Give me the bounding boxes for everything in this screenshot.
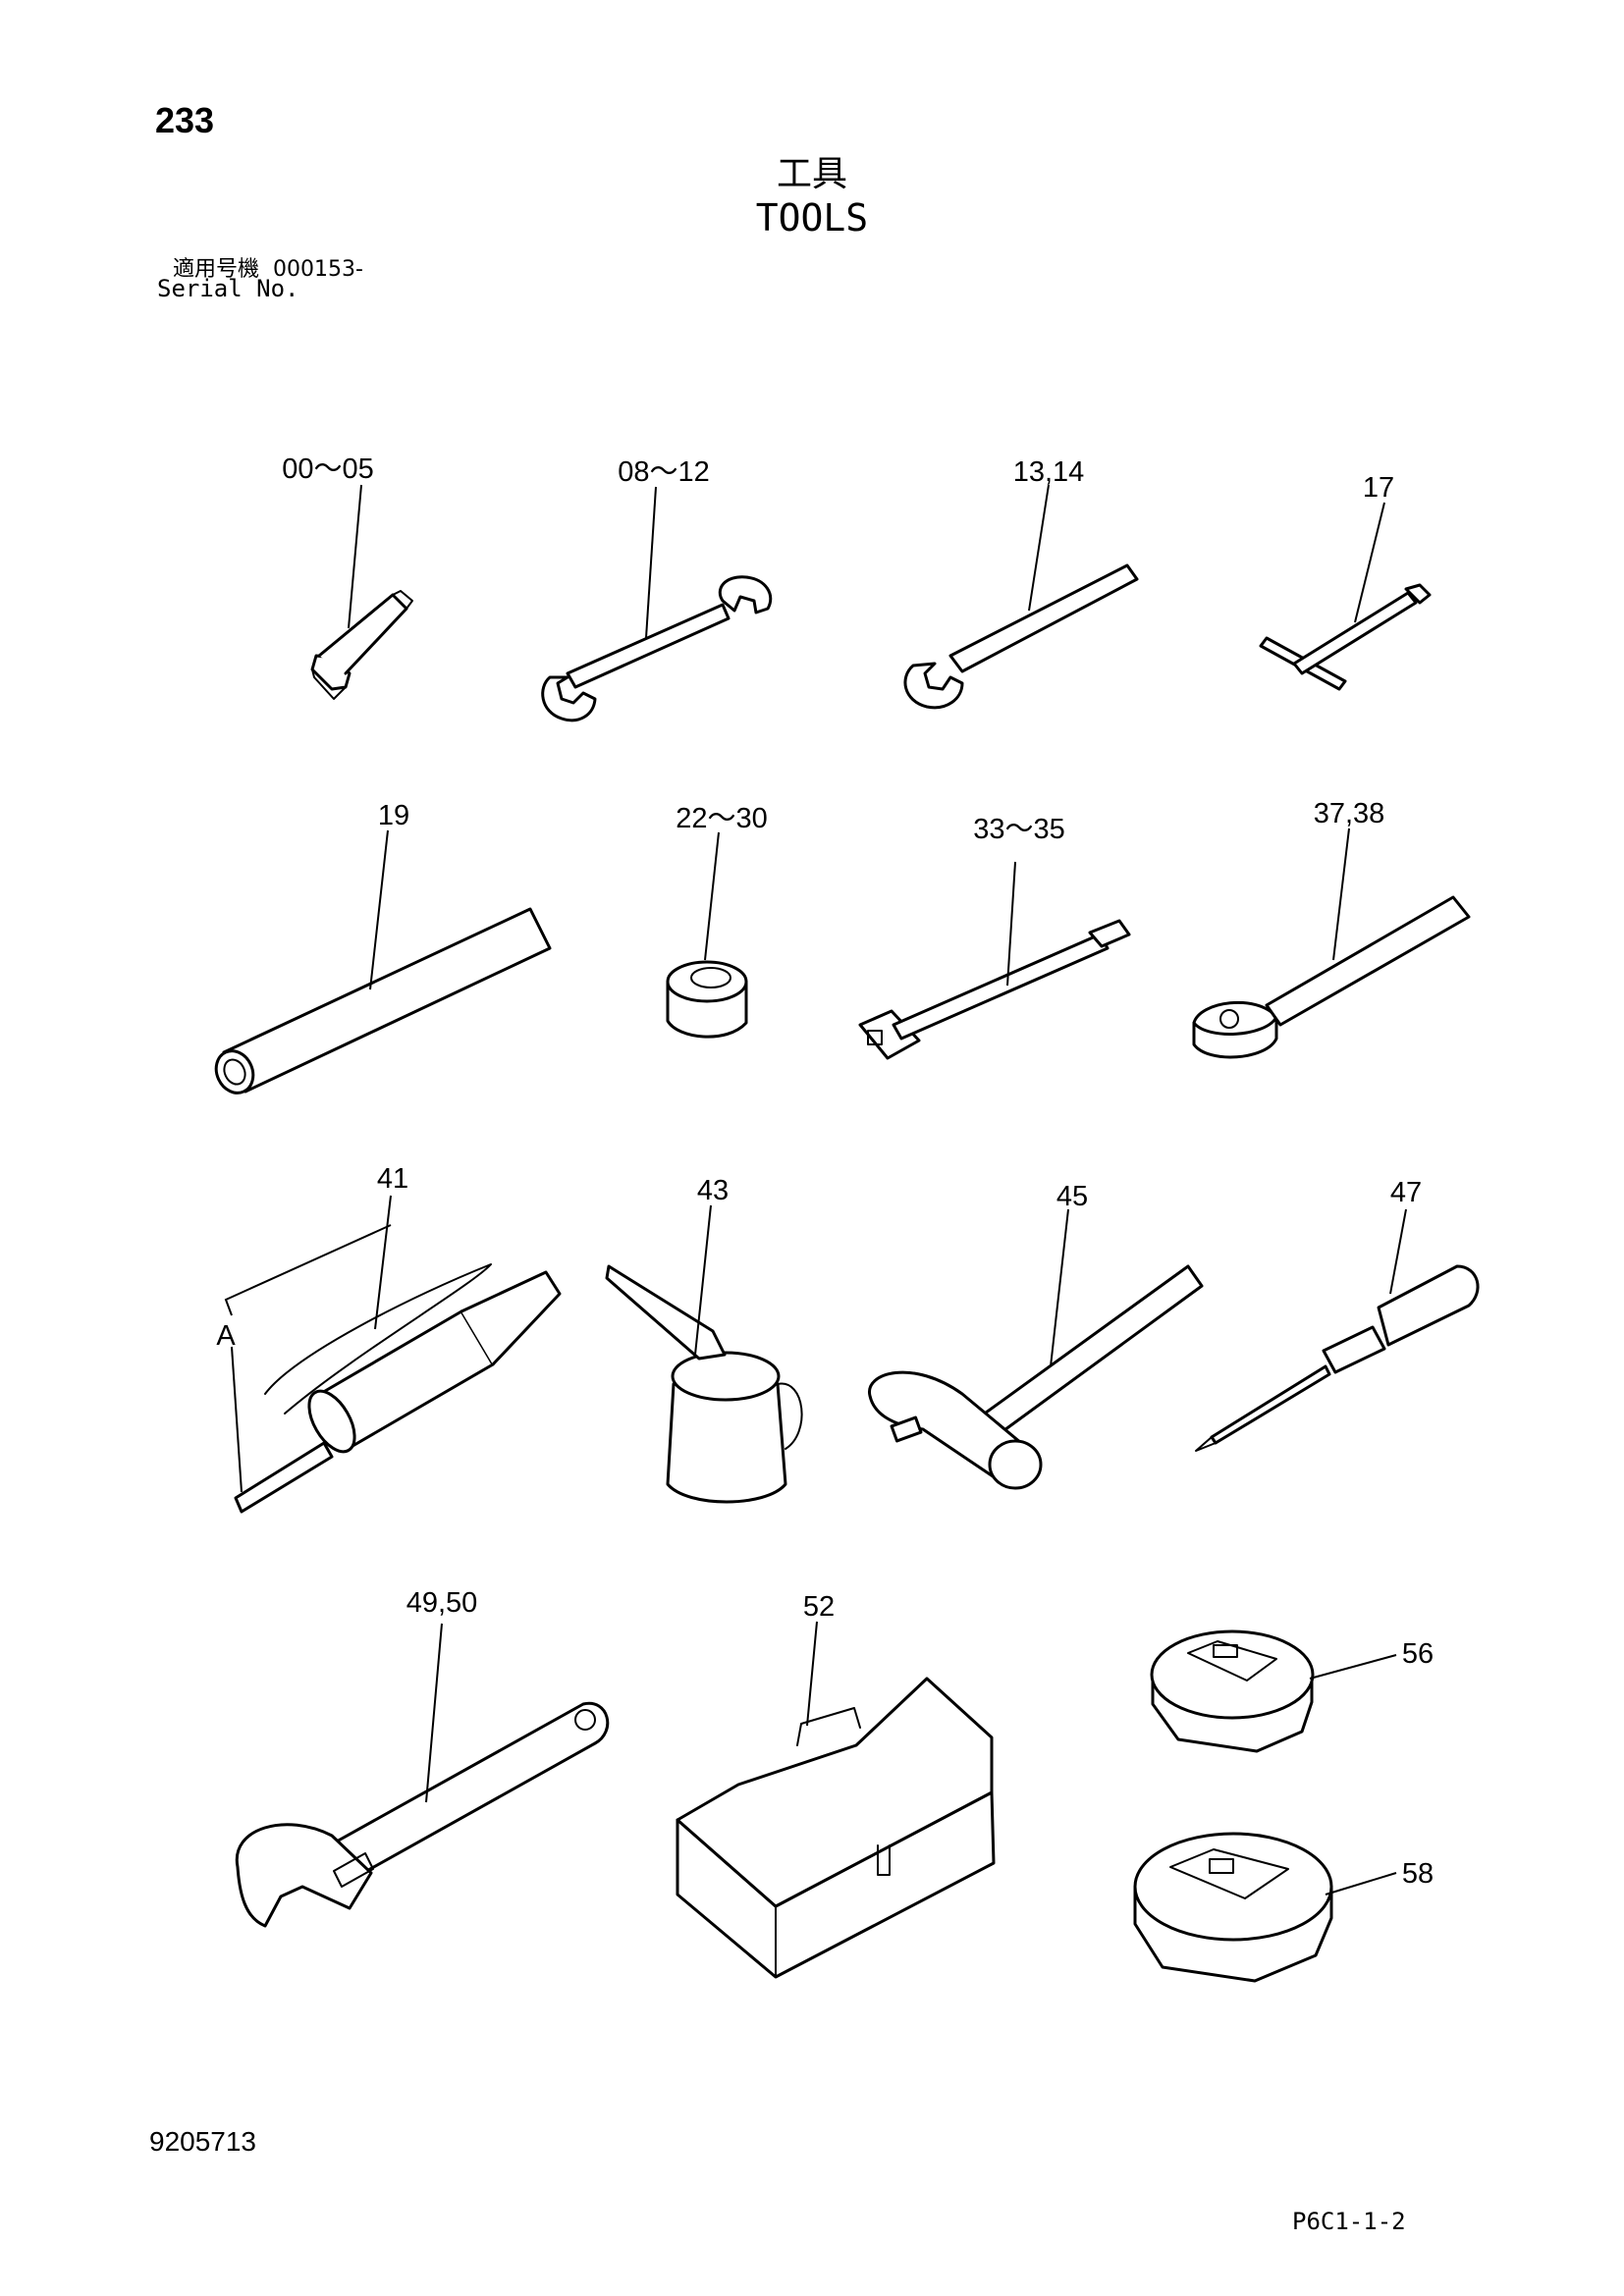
leader-line-tool-box [806,1621,818,1727]
callout-hammer: 45 [1056,1181,1088,1212]
callout-detail-a: A [216,1320,236,1352]
t-handle-wrench-drawing [1259,583,1432,691]
filter-wrench-large-drawing [1133,1832,1333,1983]
serial-label-japanese: 適用号機 [173,257,260,282]
leader-line-socket [704,831,720,961]
leader-line-ratchet [1332,828,1350,961]
callout-screwdriver: 47 [1390,1177,1422,1208]
hex-key-drawing [310,590,413,700]
leader-line-filter-wrench-large [1325,1872,1397,1896]
pipe-drawing [214,907,552,1095]
serial-value: 000153- [273,257,363,282]
page-number: 233 [155,100,215,140]
callout-grease-gun: 41 [377,1163,408,1195]
tool-box-drawing [676,1677,996,1979]
serial-info: 適用号機 000153- [173,251,363,283]
callout-hex-key: 00～05 [282,454,374,485]
leader-line-oil-can [694,1204,712,1356]
callout-oil-can: 43 [697,1175,729,1206]
grease-gun-drawing [234,1263,562,1514]
leader-line-pipe [369,829,389,990]
filter-wrench-small-drawing [1150,1629,1315,1753]
leader-line-filter-wrench-small [1309,1654,1397,1680]
callout-filter-wrench-small: 56 [1402,1638,1434,1670]
callout-filter-wrench-large: 58 [1402,1858,1434,1890]
leader-line-grease-gun [374,1195,392,1330]
wrench-small-drawing [541,575,773,722]
callout-adjustable-wrench: 49,50 [406,1587,478,1619]
leader-line-screwdriver [1389,1208,1407,1295]
bracket-grease-gun [224,1224,392,1316]
callout-t-handle: 17 [1363,472,1394,504]
adjustable-wrench-drawing [235,1701,610,1928]
screwdriver-drawing [1195,1264,1480,1452]
hammer-drawing [868,1264,1204,1490]
page-title-japanese: 工具 [776,154,847,194]
wrench-large-drawing [903,563,1139,710]
leader-line-adjustable-wrench [425,1623,443,1803]
leader-line-hammer [1050,1208,1069,1367]
document-number: 9205713 [149,2126,257,2157]
ratchet-drawing [1192,895,1471,1059]
socket-drawing [666,960,748,1039]
page-code: P6C1-1-2 [1292,2208,1406,2235]
oil-can-drawing [605,1264,803,1504]
leader-line-extension-bar [1006,861,1016,987]
callout-extension-bar: 33～35 [973,814,1065,845]
leader-line-wrench-large [1028,484,1050,612]
leader-line-t-handle [1354,502,1385,623]
callout-wrench-small: 08～12 [618,456,710,488]
page-title-english: TOOLS [755,196,869,240]
callout-tool-box: 52 [803,1591,835,1623]
callout-wrench-large: 13,14 [1013,456,1085,488]
callout-ratchet: 37,38 [1314,798,1385,829]
callout-pipe: 19 [378,800,409,831]
extension-bar-drawing [858,919,1131,1060]
leader-line-detail-a [231,1346,243,1493]
leader-line-wrench-small [645,486,657,639]
serial-label-english: Serial No. [157,275,299,302]
callout-socket: 22～30 [676,803,768,834]
leader-line-hex-key [348,484,362,629]
